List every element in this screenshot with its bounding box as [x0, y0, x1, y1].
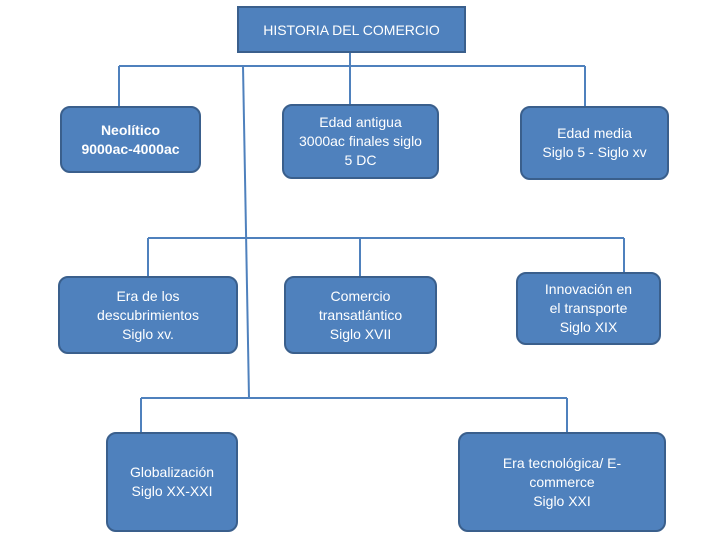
diagram-title: HISTORIA DEL COMERCIO — [237, 6, 466, 53]
node-descubrimientos-period: Siglo xv. — [122, 325, 174, 342]
node-descubrimientos: Era de los descubrimientos Siglo xv. — [58, 276, 238, 354]
node-tecnologica-label: Era tecnológica/ E- — [502, 454, 622, 471]
node-globalizacion-label: Globalización — [129, 464, 215, 480]
node-edad-antigua-label: Edad antigua — [319, 114, 402, 130]
node-transatlantico-period: Siglo XVII — [329, 325, 392, 342]
node-edad-media-period: Siglo 5 - Siglo xv — [542, 144, 647, 160]
node-neolitico-label: Neolítico — [100, 121, 161, 138]
connector-trunk — [242, 65, 250, 399]
node-globalizacion: Globalización Siglo XX-XXI — [106, 432, 238, 532]
node-transporte-label: Innovación en — [544, 281, 633, 297]
node-neolitico-period: 9000ac-4000ac — [81, 140, 180, 157]
node-edad-antigua-period: 3000ac finales siglo — [299, 133, 422, 149]
node-neolitico: Neolítico 9000ac-4000ac — [60, 106, 201, 173]
node-transporte: Innovación en el transporte Siglo XIX — [516, 272, 661, 345]
node-descubrimientos-label-2: descubrimientos — [97, 306, 199, 323]
node-transporte-period: Siglo XIX — [559, 319, 618, 335]
node-transporte-label-2: el transporte — [549, 300, 628, 316]
node-globalizacion-period: Siglo XX-XXI — [131, 483, 213, 499]
node-tecnologica: Era tecnológica/ E- commerce Siglo XXI — [458, 432, 666, 532]
node-edad-antigua: Edad antigua 3000ac finales siglo 5 DC — [282, 104, 439, 179]
node-transatlantico-label-2: transatlántico — [318, 306, 403, 323]
node-edad-media-label: Edad media — [557, 125, 632, 141]
node-descubrimientos-label: Era de los — [116, 287, 180, 304]
node-transatlantico-label: Comercio — [330, 287, 391, 304]
node-tecnologica-period: Siglo XXI — [533, 492, 591, 509]
node-tecnologica-label-2: commerce — [529, 473, 595, 490]
node-edad-media: Edad media Siglo 5 - Siglo xv — [520, 106, 669, 180]
diagram-title-text: HISTORIA DEL COMERCIO — [263, 21, 440, 38]
node-edad-antigua-period-end: 5 DC — [344, 152, 377, 168]
node-transatlantico: Comercio transatlántico Siglo XVII — [284, 276, 437, 354]
